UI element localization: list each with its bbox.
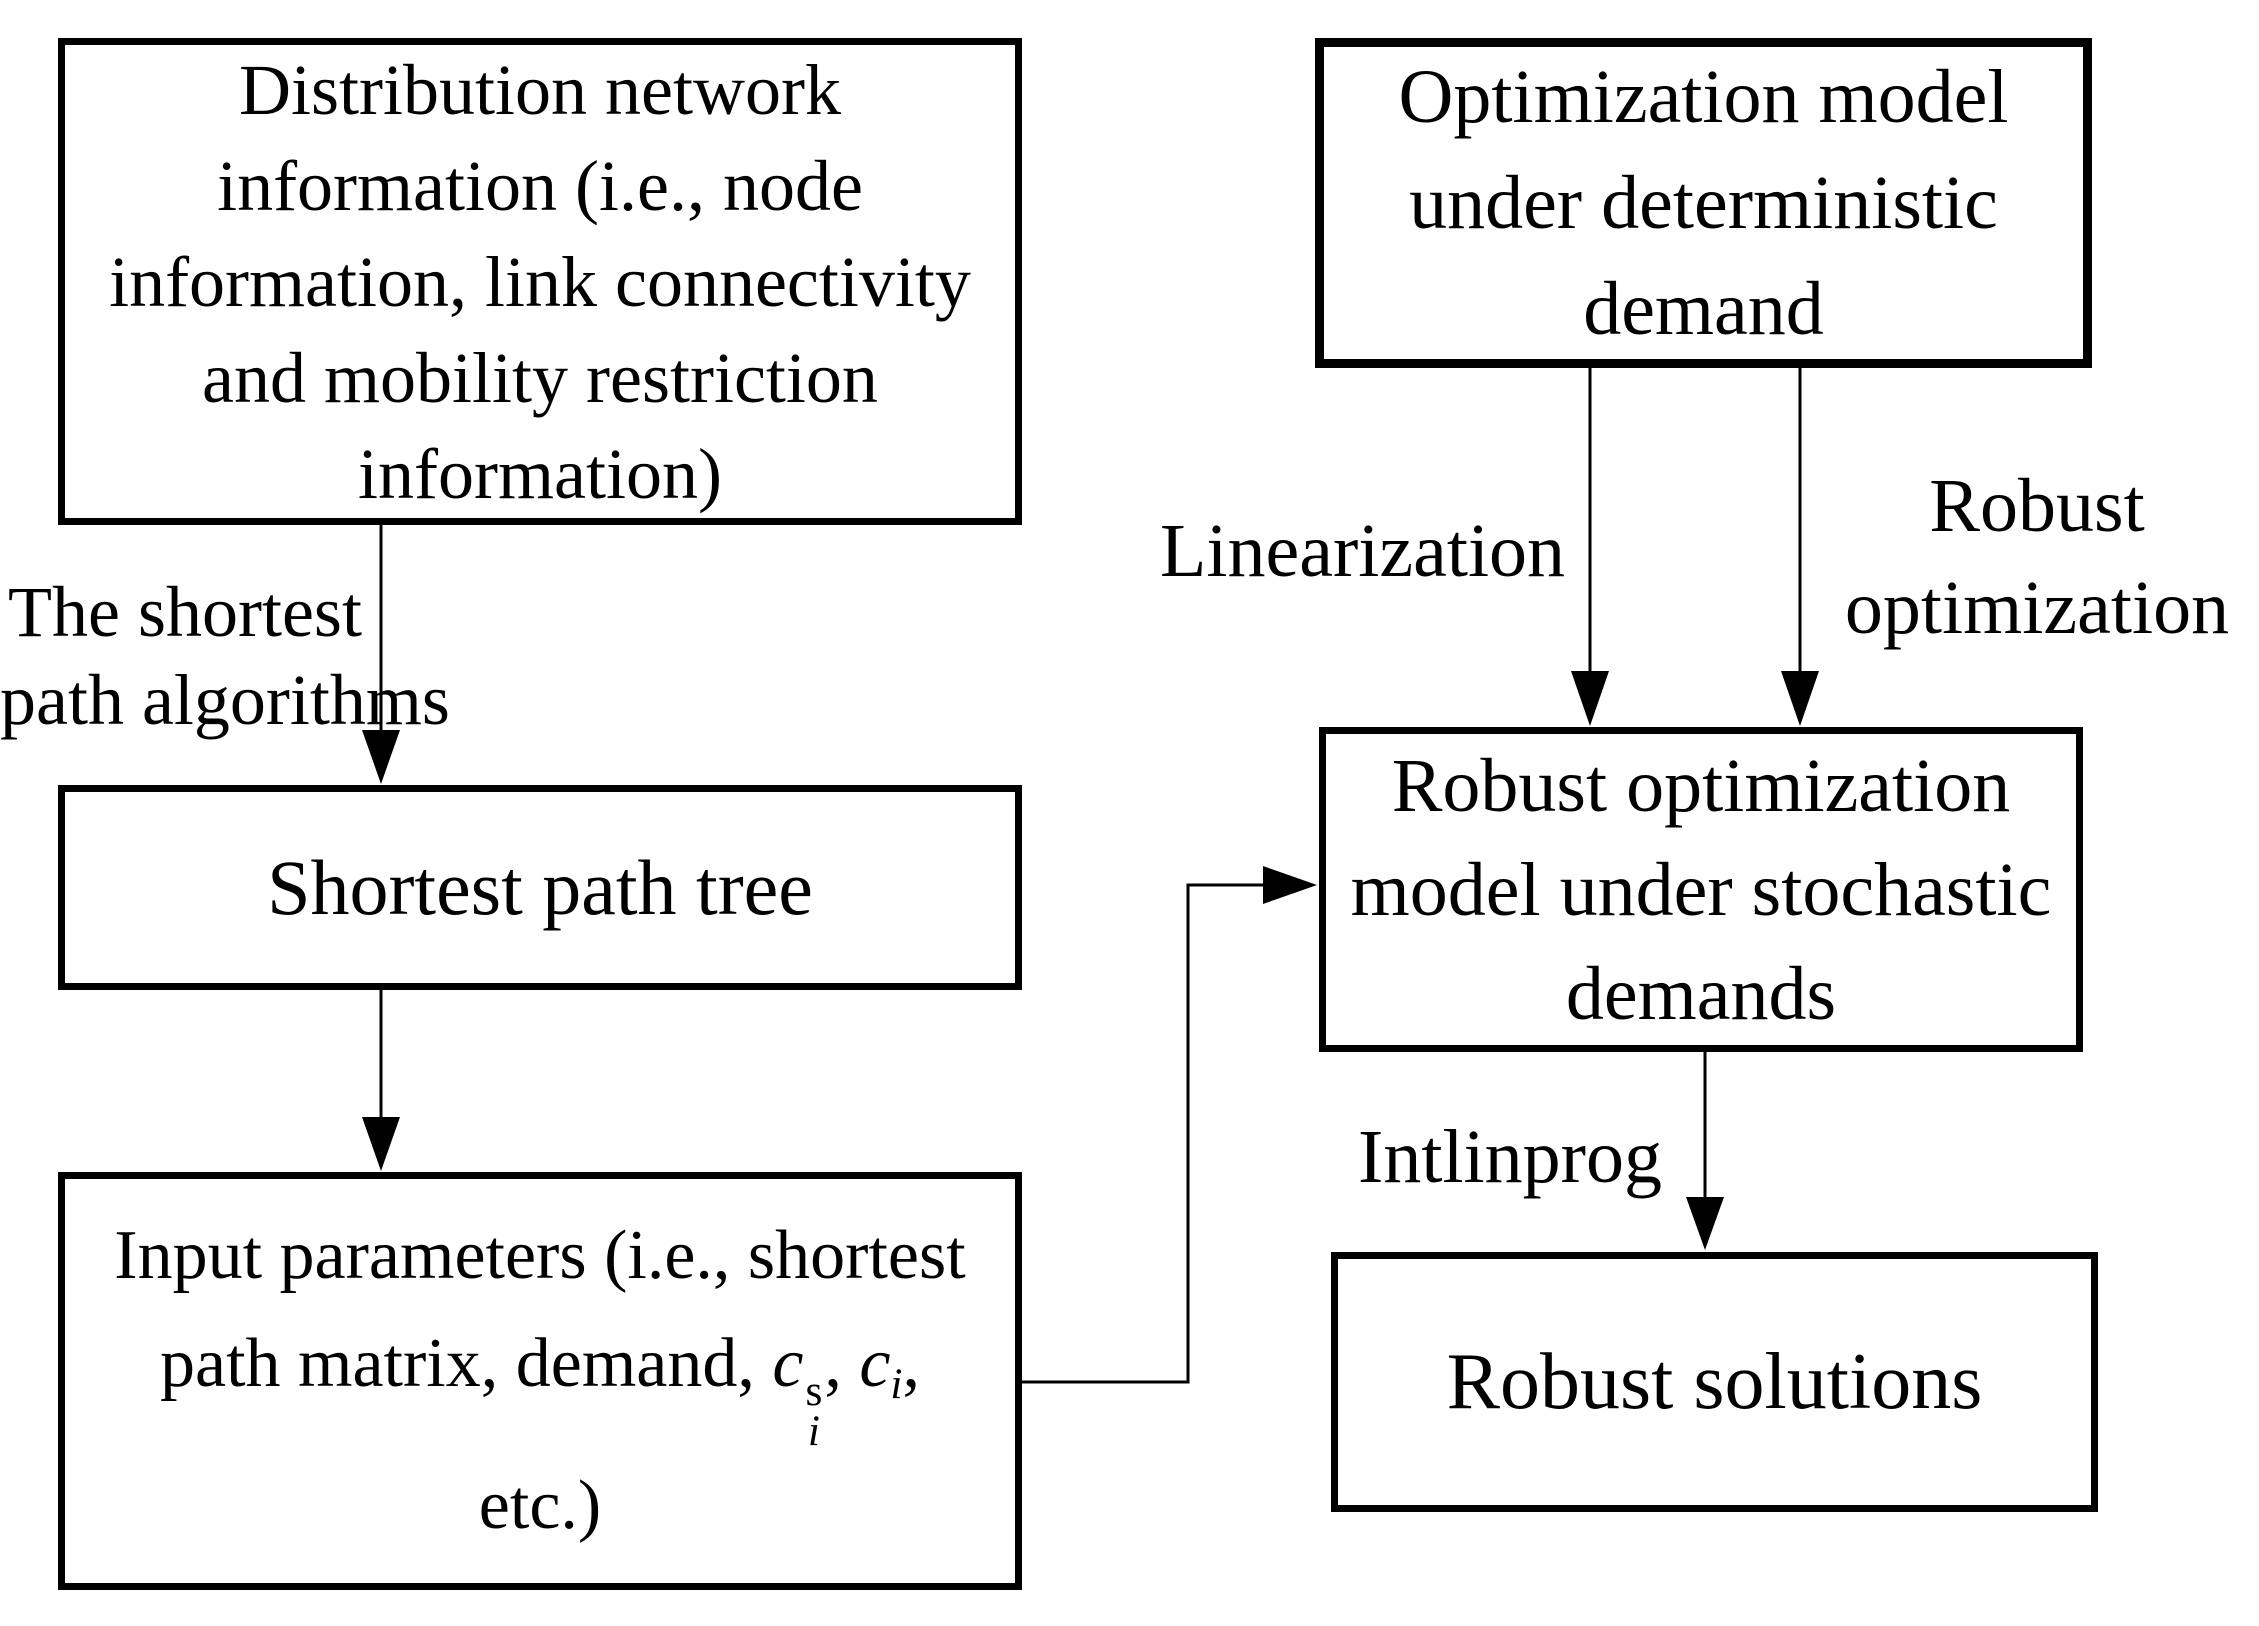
box-text-line: information (i.e., node <box>217 145 863 226</box>
box-text-line: and mobility restriction <box>202 337 878 418</box>
box-text-line: Optimization model <box>1398 55 2009 139</box>
arrow-shortest-tree-to-input-parameters <box>362 990 400 1171</box>
edge-label-line: Intlinprog <box>1358 1115 1662 1199</box>
arrow-linearization <box>1571 368 1609 726</box>
arrowhead <box>362 1117 400 1171</box>
box-text-line: information) <box>358 433 722 514</box>
box-text-line: Distribution network <box>239 49 841 130</box>
arrow-distribution-to-shortest-tree <box>362 525 400 784</box>
flowchart-box-robust-stochastic-model: Robust optimization model under stochast… <box>1319 727 2083 1052</box>
arrowhead <box>1781 671 1819 726</box>
flowchart-box-input-parameters: Input parameters (i.e., shortest path ma… <box>58 1172 1022 1590</box>
edge-label-robust-optimization: Robust optimization <box>1837 455 2237 659</box>
arrow-robust-optimization <box>1781 368 1819 726</box>
box-text-line: etc.) <box>478 1466 602 1544</box>
edge-label-line: Robust <box>1929 464 2145 548</box>
arrowhead <box>1686 1197 1724 1250</box>
box-text-line: demand <box>1583 267 1824 351</box>
box-text-line: information, link connectivity <box>109 241 971 322</box>
box-text-line: Shortest path tree <box>267 843 813 931</box>
flowchart-box-distribution-network-info: Distribution network information (i.e., … <box>58 38 1022 525</box>
box-text-line: demands <box>1565 951 1837 1036</box>
arrow-input-parameters-to-robust-model <box>1022 866 1317 1384</box>
arrowhead <box>1263 866 1317 904</box>
flowchart-box-robust-solutions: Robust solutions <box>1331 1252 2098 1512</box>
flowchart-box-optimization-deterministic: Optimization model under deterministic d… <box>1315 38 2092 368</box>
box-text-line: model under stochastic <box>1350 847 2052 932</box>
edge-label-line: path algorithms <box>0 660 450 740</box>
flowchart-box-shortest-path-tree: Shortest path tree <box>58 785 1022 990</box>
edge-label-line: The shortest <box>8 572 362 652</box>
edge-label-shortest-path-algorithms: The shortest path algorithms <box>0 568 450 744</box>
edge-label-intlinprog: Intlinprog <box>1345 1112 1675 1202</box>
box-text-line: Input parameters (i.e., shortest <box>114 1217 966 1295</box>
box-text-line: Robust optimization <box>1391 743 2011 828</box>
box-text-line: Robust solutions <box>1446 1338 1983 1426</box>
edge-label-line: Linearization <box>1159 509 1566 593</box>
edge-label-line: optimization <box>1844 566 2230 650</box>
arrow-intlinprog <box>1686 1052 1724 1250</box>
box-text-line: under deterministic <box>1409 161 1998 245</box>
arrowhead <box>1571 671 1609 726</box>
arrowhead <box>362 730 400 784</box>
edge-label-linearization: Linearization <box>1155 508 1570 594</box>
